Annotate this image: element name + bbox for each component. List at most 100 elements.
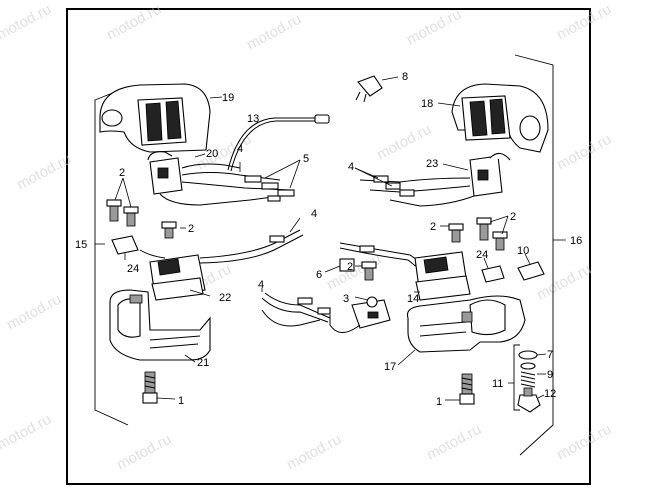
right-screws [448,217,508,251]
bracket-right-assembly [514,54,554,456]
center-harness [261,292,331,327]
pad-10 [517,261,545,281]
watermark: motod.ru [424,421,484,464]
callout-2: 2 [119,167,125,179]
callout-2: 2 [510,211,516,223]
right-switch-housing [414,251,471,301]
leader-18 [437,102,461,107]
callout-16: 16 [570,235,582,247]
bracket-left-assembly [94,87,129,426]
right-switch-unit [359,152,511,207]
leader-5b [289,159,301,189]
left-clamp-pad [111,235,139,255]
left-switch-housing [139,249,206,301]
leader-17 [397,349,416,366]
left-bolt [142,371,158,404]
callout-12: 12 [544,388,556,400]
callout-15: 15 [75,239,87,251]
leader-23 [442,163,469,171]
callout-labels: 1 1 2 2 2 2 2 3 4 4 4 4 5 6 7 8 9 10 11 … [75,71,582,408]
right-clamp-pad [481,265,505,283]
left-screws [106,199,177,239]
callout-11: 11 [492,378,503,390]
center-screw [361,261,377,281]
callout-24: 24 [476,249,488,261]
leader-24b [483,257,489,269]
watermark: motod.ru [554,1,614,44]
callout-21: 21 [197,357,209,369]
callout-14: 14 [407,293,419,305]
callout-1: 1 [436,396,442,408]
callout-22: 22 [219,292,231,304]
right-bolt [459,373,475,405]
callout-4: 4 [237,143,243,155]
watermark: motod.ru [534,261,594,304]
watermark: motod.ru [14,151,74,194]
leader-8 [381,76,399,81]
leader-2a [114,177,124,201]
leader-19 [209,96,223,99]
leader-2b [122,177,132,208]
leader-6 [324,265,341,273]
left-switch-cover [99,83,211,153]
callout-17: 17 [384,361,396,373]
watermark: motod.ru [324,251,384,294]
callout-4: 4 [348,161,354,173]
callout-23: 23 [426,158,438,170]
wire-lead [227,114,330,172]
watermark: motod.ru [554,131,614,174]
right-connectors [373,175,415,197]
leader-7 [536,353,547,356]
callout-9: 9 [547,369,553,381]
callout-4: 4 [258,279,264,291]
callout-7: 7 [547,349,553,361]
callout-5: 5 [303,153,309,165]
leader-1a [156,397,176,400]
right-switch-cover [451,83,549,153]
callout-8: 8 [402,71,408,83]
callout-2: 2 [347,261,353,273]
callout-18: 18 [421,98,433,110]
watermark-layer: motod.ru motod.ru motod.ru motod.ru moto… [0,1,614,474]
left-switch-unit [147,151,291,206]
right-harness [339,242,421,269]
watermark: motod.ru [284,431,344,474]
callout-6: 6 [316,269,322,281]
callout-10: 10 [517,245,529,257]
left-harness [199,229,304,264]
right-lower-housing [406,295,526,353]
switch-block-3 [329,296,391,333]
watermark: motod.ru [114,431,174,474]
watermark: motod.ru [0,1,54,44]
leader-21 [184,354,196,363]
watermark: motod.ru [4,291,64,334]
callout-24: 24 [127,263,139,275]
leader-5 [264,159,301,179]
watermark: motod.ru [104,1,164,44]
leader-2g [501,215,509,235]
callout-4: 4 [311,208,317,220]
watermark: motod.ru [0,411,54,454]
connector-6 [339,258,355,272]
leader-2f [489,215,509,223]
leader-4e [354,167,393,187]
leader-20 [194,153,206,158]
leader-12 [537,394,545,399]
callout-13: 13 [247,113,259,125]
leader-10 [524,253,531,265]
watermark: motod.ru [404,6,464,49]
left-lower-housing [109,289,211,361]
callout-1: 1 [178,395,184,407]
watermark: motod.ru [554,421,614,464]
spring-stack [517,350,541,413]
leader-4b [289,217,301,233]
callout-3: 3 [343,293,349,305]
left-connectors [244,175,295,202]
callout-20: 20 [206,148,218,160]
bracket-11 [513,344,520,411]
leader-22 [189,289,211,297]
callout-2: 2 [430,221,436,233]
callout-2: 2 [188,223,194,235]
